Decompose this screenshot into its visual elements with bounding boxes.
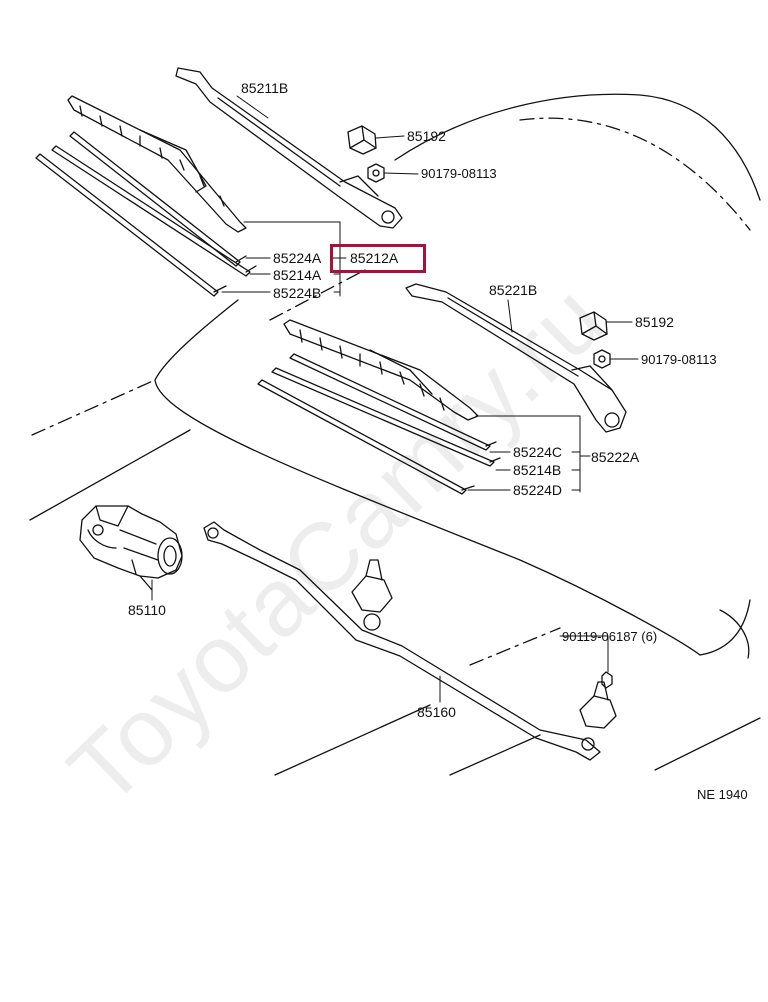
- cap-85192-upper: [347, 125, 377, 155]
- body-outline: [29, 93, 761, 776]
- wiper-linkage-85160: [203, 521, 617, 761]
- part-label-85192-lower: 85192: [635, 314, 674, 330]
- part-label-85222A: 85222A: [591, 449, 640, 465]
- wiper-arm-85211B: [175, 67, 403, 229]
- part-label-90119-06187: 90119-06187 (6): [562, 629, 658, 644]
- part-label-85212A[interactable]: 85212A: [350, 250, 399, 266]
- part-label-85110: 85110: [128, 602, 166, 618]
- part-label-85214B: 85214B: [513, 462, 562, 478]
- figure-code: NE 1940: [697, 787, 748, 802]
- part-label-85160: 85160: [417, 704, 456, 720]
- part-label-85224A: 85224A: [273, 250, 322, 266]
- nut-90179-lower: [593, 349, 611, 369]
- nut-90179-upper: [367, 163, 385, 183]
- part-label-85224B: 85224B: [273, 285, 322, 301]
- blade-assembly-upper: [35, 95, 257, 297]
- cap-85192-lower: [579, 311, 608, 341]
- wiper-motor-85110: [79, 505, 183, 591]
- part-label-85224D: 85224D: [513, 482, 563, 498]
- blade-assembly-lower: [257, 319, 501, 495]
- part-label-85192-upper: 85192: [407, 128, 446, 144]
- wiper-arm-85221B: [405, 283, 627, 433]
- leader-lines: [151, 95, 639, 703]
- part-label-85221B: 85221B: [489, 282, 538, 298]
- part-label-85214A: 85214A: [273, 267, 322, 283]
- part-label-85211B: 85211B: [241, 80, 289, 96]
- part-label-90179-08113-lower: 90179-08113: [641, 352, 717, 367]
- part-label-90179-08113-upper: 90179-08113: [421, 166, 497, 181]
- highlight-frame: [330, 244, 426, 273]
- part-label-85224C: 85224C: [513, 444, 563, 460]
